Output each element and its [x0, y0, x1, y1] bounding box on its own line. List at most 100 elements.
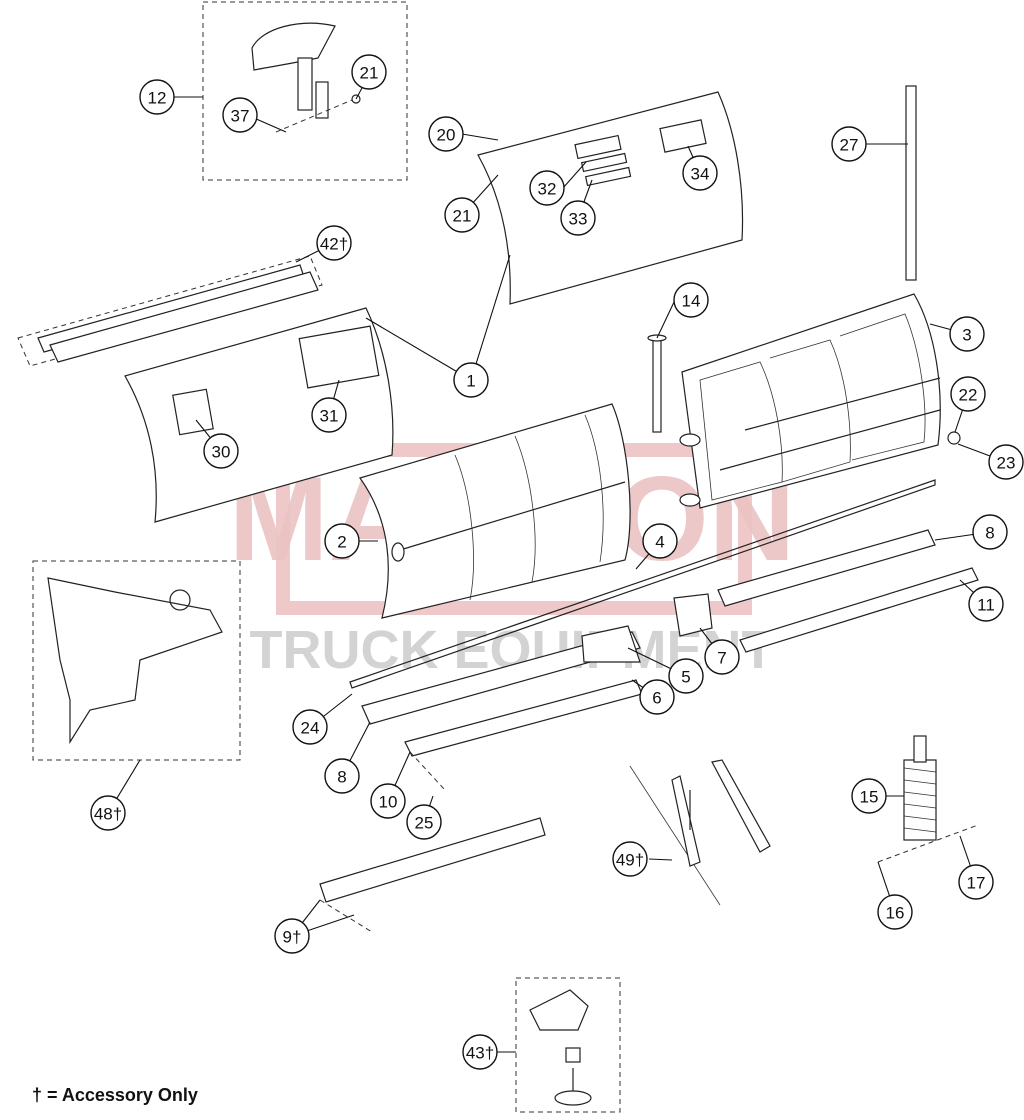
- callout-label: 11: [977, 596, 995, 615]
- wear-strip: [349, 479, 936, 689]
- part-shape: [913, 735, 927, 763]
- part-shape: [717, 529, 936, 607]
- callout-label: 2: [337, 533, 346, 552]
- part-shape: [659, 119, 707, 153]
- callout-circle: [673, 282, 709, 318]
- callout-label: 30: [212, 443, 231, 462]
- accessory-49: [629, 759, 771, 906]
- callout-circle: [292, 709, 328, 745]
- guide-rod: [905, 85, 917, 281]
- callout-label: 48†: [94, 805, 122, 824]
- callout-circle: [139, 79, 175, 115]
- part-shape: [671, 775, 701, 867]
- callout-circle: [324, 758, 360, 794]
- part-shape: [679, 493, 701, 507]
- rib: [454, 454, 474, 601]
- callout-circle: [668, 658, 704, 694]
- accessory-footnote: † = Accessory Only: [32, 1085, 198, 1105]
- callout-label: 34: [691, 165, 710, 184]
- end-plates: [581, 593, 713, 663]
- callout-c42: 42†: [316, 225, 352, 261]
- part-shape: [47, 577, 223, 745]
- callout-c32: 32: [529, 170, 565, 206]
- part-shape: [739, 567, 979, 653]
- callout-c34: 34: [682, 155, 718, 191]
- part-shape: [361, 631, 641, 725]
- callout-circle: [831, 126, 867, 162]
- part-shape: [172, 388, 214, 436]
- callout-circle: [316, 225, 352, 261]
- callout-label: 1: [466, 372, 475, 391]
- part-shape: [49, 271, 319, 363]
- callout-label: 22: [959, 386, 978, 405]
- cutting-edge-strips: [17, 255, 323, 367]
- moldboard-right-frame: [679, 293, 961, 509]
- callout-c31: 31: [311, 397, 347, 433]
- callout-c11: 11: [968, 586, 1004, 622]
- callout-circle: [958, 864, 994, 900]
- callout-c15: 15: [851, 778, 887, 814]
- callout-label: 10: [379, 793, 398, 812]
- callout-label: 6: [652, 689, 661, 708]
- callout-circle: [639, 679, 675, 715]
- callout-circle: [406, 804, 442, 840]
- callout-circle: [370, 783, 406, 819]
- callout-circle: [311, 397, 347, 433]
- callout-circle: [612, 841, 648, 877]
- part-shape: [251, 22, 336, 71]
- callout-c22: 22: [950, 376, 986, 412]
- accessory-box-48: [32, 560, 241, 761]
- callout-label: 37: [231, 107, 250, 126]
- dashed-frame: [32, 560, 241, 761]
- spring: [877, 735, 979, 863]
- callout-label: 8: [985, 524, 994, 543]
- callout-label: 15: [860, 788, 879, 807]
- callout-c6: 6: [639, 679, 675, 715]
- pivot-rails: [404, 567, 979, 791]
- callout-c33: 33: [560, 200, 596, 236]
- moldboard-left-panel: [124, 307, 394, 523]
- part-shape: [391, 542, 405, 562]
- callout-c43: 43†: [462, 1034, 498, 1070]
- part-shape: [297, 57, 313, 111]
- callout-circle: [428, 116, 464, 152]
- callout-label: 23: [997, 454, 1016, 473]
- part-shape: [905, 85, 917, 281]
- callout-label: 14: [682, 292, 701, 311]
- part-shape: [554, 1090, 592, 1106]
- callout-c21b: 21: [444, 197, 480, 233]
- callout-label: 21: [453, 207, 472, 226]
- callout-label: 21: [360, 64, 379, 83]
- callout-circle: [972, 514, 1008, 550]
- callout-label: 27: [840, 136, 859, 155]
- callout-c25: 25: [406, 804, 442, 840]
- callout-c9: 9†: [274, 918, 310, 954]
- callout-c7: 7: [704, 639, 740, 675]
- callout-label: 8: [337, 768, 346, 787]
- callout-c10: 10: [370, 783, 406, 819]
- callout-label: 33: [569, 210, 588, 229]
- part-shape: [681, 293, 941, 509]
- callout-circle: [560, 200, 596, 236]
- dashed-frame: [17, 255, 323, 367]
- callout-circle: [704, 639, 740, 675]
- rib: [769, 339, 851, 483]
- callout-label: 20: [437, 126, 456, 145]
- callout-c8a: 8: [972, 514, 1008, 550]
- callout-circle: [453, 362, 489, 398]
- part-shape: [711, 759, 771, 853]
- callout-circle: [851, 778, 887, 814]
- dashed-frame: [515, 977, 621, 1113]
- callout-c20: 20: [428, 116, 464, 152]
- callout-c8b: 8: [324, 758, 360, 794]
- callout-label: 17: [967, 874, 986, 893]
- callout-c30: 30: [203, 433, 239, 469]
- callout-label: 5: [681, 668, 690, 687]
- part-shape: [298, 325, 380, 389]
- centerline: [409, 751, 446, 791]
- part-shape: [529, 989, 589, 1031]
- crossbar: [719, 409, 941, 471]
- callout-c23: 23: [988, 444, 1024, 480]
- part-shape: [349, 479, 936, 689]
